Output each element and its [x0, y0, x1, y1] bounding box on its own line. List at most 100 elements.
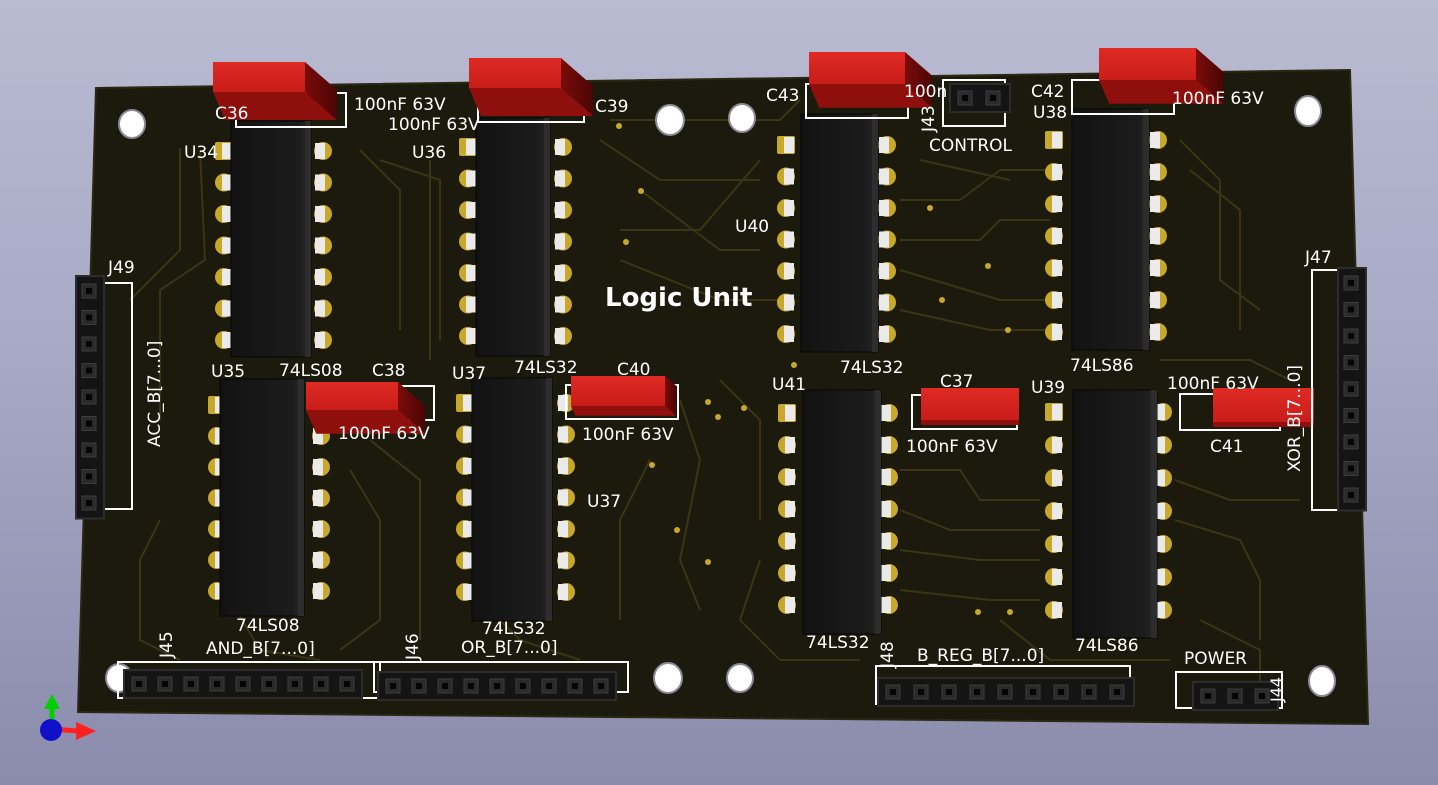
j45-ref-label: J45: [157, 631, 177, 659]
j46-pin-hole: [572, 683, 578, 689]
u41-part-label: 74LS32: [806, 633, 870, 653]
j45-pin-hole: [266, 681, 272, 687]
u38-part-label: 74LS86: [1070, 356, 1134, 376]
u37-pin-left: [463, 458, 473, 474]
j47-connector[interactable]: [1311, 267, 1367, 512]
u36-pin-left: [466, 296, 476, 313]
u41-body: [802, 389, 882, 635]
c40-capacitor[interactable]: [565, 376, 679, 420]
u40-pin-right: [879, 231, 889, 248]
u34-pin-right: [315, 300, 325, 317]
j46-pin-hole: [598, 683, 604, 689]
c38-top: [306, 382, 398, 410]
u38-pin-left: [1052, 228, 1062, 244]
u37-pin-right: [558, 489, 568, 506]
c38-capacitor[interactable]: [306, 382, 435, 434]
u39-pin-left: [1052, 503, 1062, 519]
u40-pin-left: [784, 137, 794, 153]
j44-pin-hole: [1259, 693, 1265, 699]
j49-connector[interactable]: [75, 275, 133, 520]
c43-side: [905, 52, 933, 108]
j44-connector[interactable]: [1175, 671, 1283, 711]
u41-pin-right: [881, 469, 891, 485]
c42-side: [1196, 48, 1224, 104]
j46-pin-hole: [442, 683, 448, 689]
j44-ref-label: J44: [1267, 677, 1286, 703]
u39-pin-left: [1052, 437, 1062, 453]
u34-pin-right: [315, 174, 325, 191]
u40-pin-right: [879, 168, 889, 185]
c41-front: [1213, 422, 1314, 427]
j45-pin-hole: [136, 681, 142, 687]
c40-ref-label: C40: [617, 360, 651, 380]
j46-ref-label: J46: [403, 633, 423, 661]
j49-pin-hole: [86, 394, 92, 400]
j49-pin-hole: [86, 500, 92, 506]
j43-ref-label: J43: [919, 105, 939, 133]
u34-pin-right: [315, 206, 325, 222]
u37-pin-left: [463, 426, 473, 443]
j49-pin-hole: [86, 314, 92, 321]
j46-connector[interactable]: [373, 661, 629, 701]
c41-top: [1213, 388, 1314, 422]
j49-pin-hole: [86, 420, 92, 427]
axis-gizmo[interactable]: [40, 694, 96, 741]
c38-value-label: 100nF 63V: [338, 424, 430, 444]
u40-pin-right: [879, 200, 889, 216]
u39-chip[interactable]: [1045, 389, 1172, 639]
u39-pin-right: [1155, 437, 1165, 453]
c39-ref-label: C39: [595, 97, 629, 117]
u40-ref-label: U40: [735, 217, 769, 237]
u38-pin-right: [1150, 292, 1160, 308]
j45-connector[interactable]: [117, 661, 381, 699]
j47-pin-hole: [1348, 412, 1354, 419]
c37-value-label: 100nF 63V: [906, 437, 998, 457]
j47-pin-hole: [1348, 465, 1354, 472]
c42-ref-label: C42: [1031, 82, 1065, 102]
c40-front: [571, 406, 677, 416]
u36-chip[interactable]: [459, 117, 572, 357]
c37-capacitor[interactable]: [911, 388, 1019, 430]
j45-pin-hole: [318, 681, 324, 687]
c42-capacitor[interactable]: [1071, 48, 1224, 115]
u36-body: [475, 117, 551, 357]
c43-capacitor[interactable]: [805, 52, 933, 119]
u40-chip[interactable]: [777, 113, 896, 353]
u37-ref-label: U37: [452, 364, 486, 384]
u38-pin-left: [1052, 324, 1062, 340]
u41-pin-right: [881, 565, 891, 581]
connectors-layer: [75, 79, 1367, 711]
u39-pin-right: [1155, 536, 1165, 552]
u36-ref-label: U36: [412, 143, 446, 163]
j46-pin-hole: [546, 683, 552, 689]
u37-pin-left: [463, 395, 473, 411]
u36-pin-left: [466, 328, 476, 344]
u34-body-edge: [305, 121, 311, 357]
c36-capacitor[interactable]: [213, 62, 347, 128]
j45-net-label: AND_B[7...0]: [206, 639, 315, 659]
u35-body: [219, 378, 305, 617]
u37-chip[interactable]: [456, 377, 575, 622]
u38-pin-right: [1150, 164, 1160, 180]
u37-pin-right: [558, 552, 568, 569]
chip-labels: U34 U36 U40 U38 U35 74LS08 U37 74LS32 U4…: [184, 103, 1139, 656]
u34-chip[interactable]: [215, 120, 332, 358]
u37-pin-left: [463, 552, 473, 569]
u35-chip[interactable]: [208, 378, 330, 617]
u41-chip[interactable]: [778, 389, 898, 635]
c43-value-label: 100n: [904, 82, 947, 102]
u38-pin-right: [1150, 260, 1160, 276]
u38-pin-left: [1052, 164, 1062, 180]
capacitor-labels: C36 100nF 63V C39 100nF 63V C43 100n C42…: [215, 82, 1264, 457]
c41-capacitor[interactable]: [1179, 388, 1314, 431]
u38-pin-left: [1052, 132, 1062, 148]
j45-pin-hole: [214, 681, 220, 687]
u39-pin-right: [1155, 569, 1165, 585]
j43-connector[interactable]: [942, 79, 1011, 127]
c39-capacitor[interactable]: [469, 58, 593, 123]
j48-connector[interactable]: [875, 665, 1135, 707]
u38-pin-right: [1150, 228, 1160, 244]
u38-chip[interactable]: [1045, 108, 1167, 351]
u39-pin-left: [1052, 536, 1062, 552]
